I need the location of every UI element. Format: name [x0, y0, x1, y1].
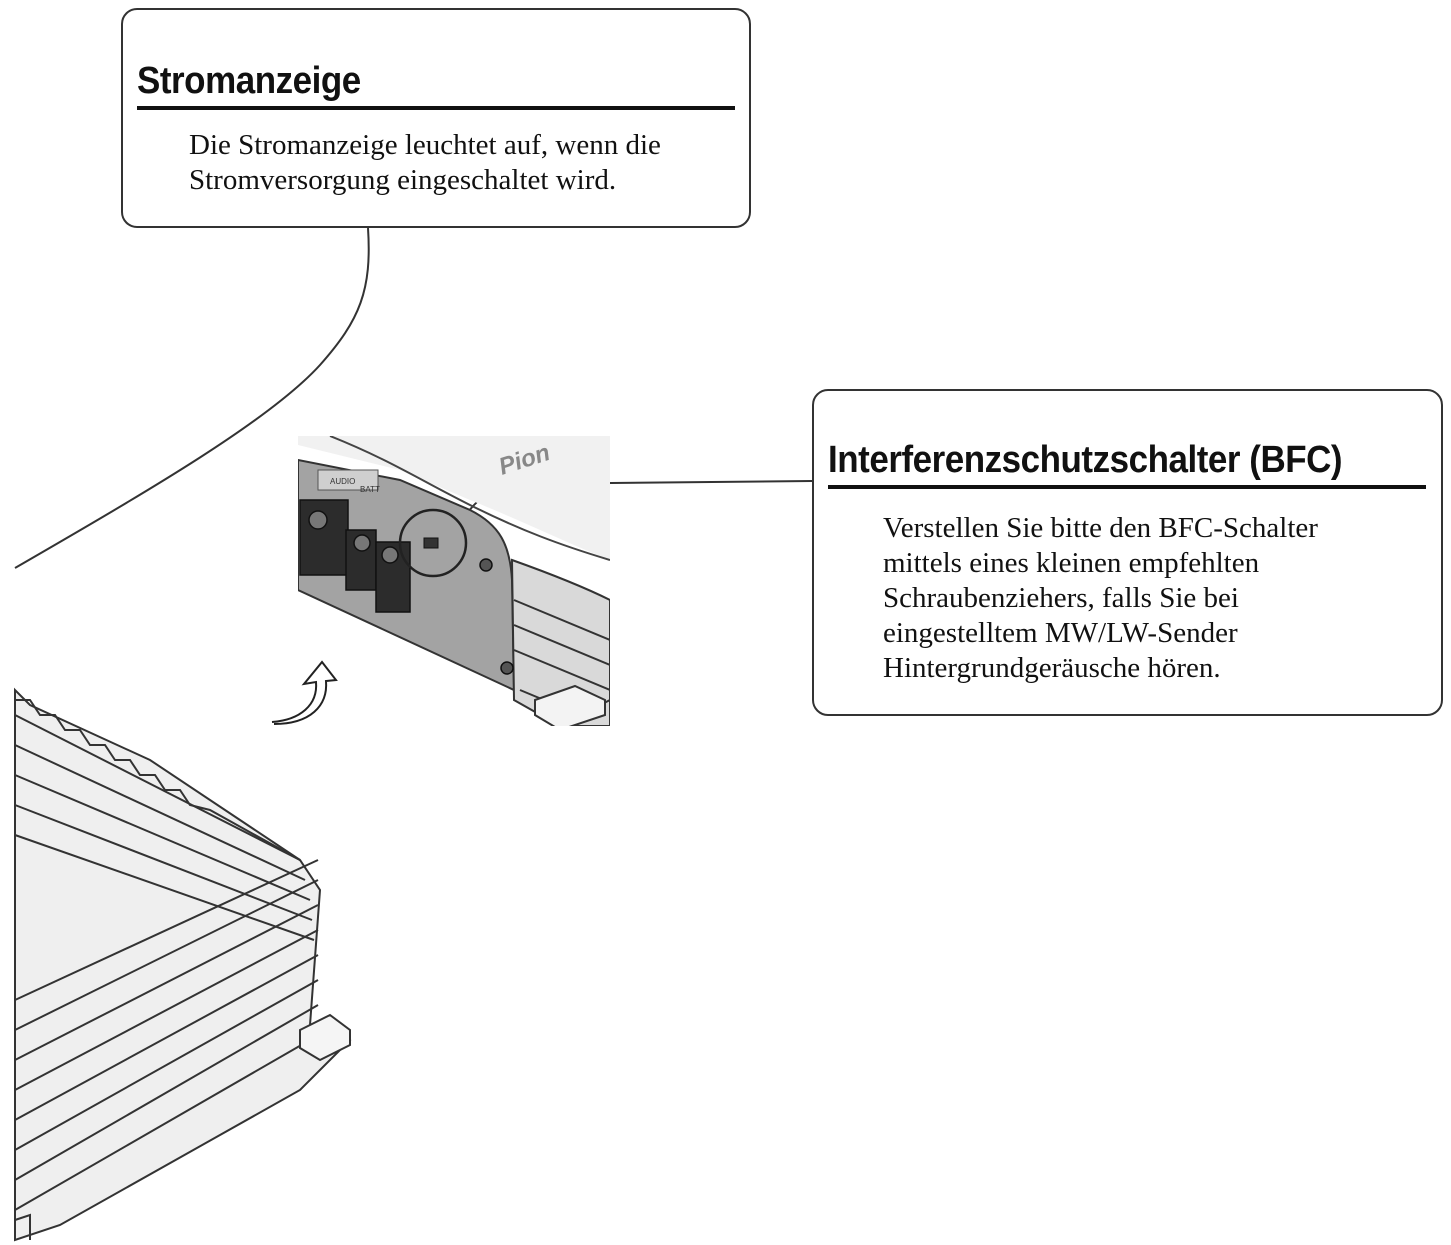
- panel-label-batt: BATT: [360, 485, 380, 494]
- callout-description: Verstellen Sie bitte den BFC-Schalter mi…: [883, 511, 1318, 686]
- power-indicator-callout: Stromanzeige Die Stromanzeige leuchtet a…: [121, 8, 751, 228]
- description-line: mittels eines kleinen empfehlten: [883, 547, 1260, 579]
- title-underline: [137, 106, 735, 110]
- curved-arrow-icon: [271, 660, 338, 725]
- power-leader-line: [14, 227, 370, 569]
- description-line: Stromversorgung eingeschaltet wird.: [189, 164, 617, 196]
- callout-title: Interferenzschutzschalter (BFC): [828, 439, 1343, 481]
- bfc-switch-callout: Interferenzschutzschalter (BFC) Verstell…: [812, 389, 1443, 716]
- panel-label-audio: AUDIO: [330, 477, 355, 486]
- amplifier-detail-inset: Pion AUDIO BATT: [298, 436, 610, 726]
- callout-title: Stromanzeige: [137, 60, 361, 102]
- description-line: eingestelltem MW/LW-Sender: [883, 617, 1238, 649]
- title-underline: [828, 485, 1426, 489]
- description-line: Hintergrundgeräusche hören.: [883, 652, 1221, 684]
- description-line: Verstellen Sie bitte den BFC-Schalter: [883, 512, 1318, 544]
- bfc-highlight-circle: [398, 508, 468, 578]
- description-line: Die Stromanzeige leuchtet auf, wenn die: [189, 129, 661, 161]
- description-line: Schraubenziehers, falls Sie bei: [883, 582, 1239, 614]
- amplifier-body: [14, 687, 352, 1242]
- callout-description: Die Stromanzeige leuchtet auf, wenn die …: [189, 128, 661, 198]
